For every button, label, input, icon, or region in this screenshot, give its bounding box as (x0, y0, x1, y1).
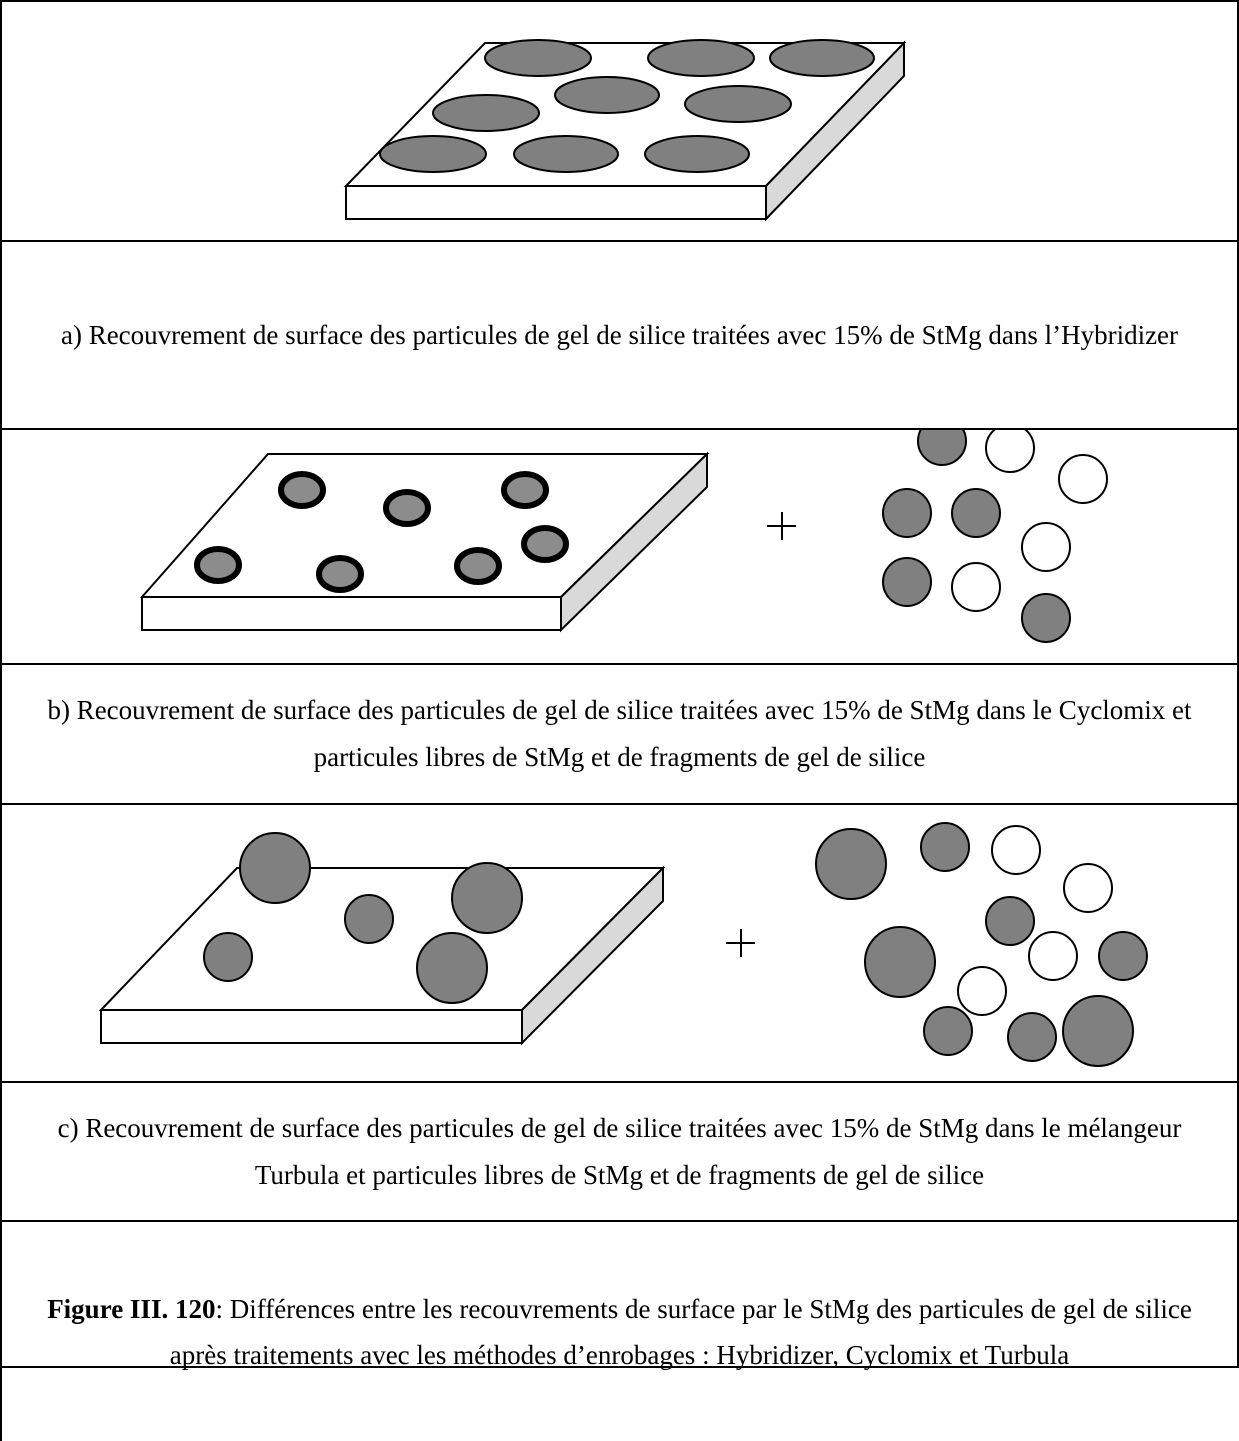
free-stmg-particle (1007, 1012, 1057, 1062)
panel-b-caption-text: b) Recouvrement de surface des particule… (47, 695, 1192, 772)
stmg-coating (513, 135, 619, 173)
coated-particles (379, 39, 875, 173)
stmg-ring-particle (454, 547, 502, 585)
stmg-particle (451, 862, 523, 934)
free-stmg-particle (951, 488, 1001, 538)
figure-caption: Figure III. 120: Différences entre les r… (2, 1222, 1237, 1441)
stmg-coating (484, 39, 592, 77)
panel-a-caption: a) Recouvrement de surface des particule… (2, 242, 1237, 428)
panel-a-illustration (343, 39, 907, 222)
panel-a-caption-text: a) Recouvrement de surface des particule… (60, 319, 1179, 350)
row-divider (0, 240, 1239, 242)
stmg-coating (432, 94, 540, 132)
free-particles (815, 822, 1148, 1067)
coated-particles (194, 471, 569, 593)
row-divider (0, 1081, 1239, 1083)
table-right-border (1237, 0, 1239, 1366)
free-silica-fragment (1028, 931, 1078, 981)
panel-c-illustration (98, 822, 1148, 1067)
table-top-border (0, 0, 1239, 2)
stmg-ring-particle (278, 471, 326, 509)
free-stmg-particle (882, 557, 932, 607)
row-divider (0, 663, 1239, 665)
free-silica-fragment (951, 562, 1001, 612)
coated-particles (203, 832, 523, 1004)
stmg-ring-particle (194, 546, 242, 584)
free-silica-fragment (991, 825, 1041, 875)
panel-c-caption-text: c) Recouvrement de surface des particule… (57, 1112, 1182, 1190)
stmg-particle (416, 932, 488, 1004)
plus-sign (726, 929, 755, 957)
panel-b-caption: b) Recouvrement de surface des particule… (2, 665, 1237, 803)
panel-c-caption: c) Recouvrement de surface des particule… (2, 1083, 1237, 1220)
plate-front-face (100, 1009, 523, 1044)
stmg-coating (644, 135, 750, 173)
free-stmg-particle (923, 1006, 973, 1056)
stmg-coating (769, 39, 875, 77)
plate-front-face (141, 596, 562, 631)
free-stmg-particle (917, 430, 967, 466)
stmg-particle (344, 894, 394, 944)
free-particles (882, 430, 1108, 643)
figure-caption-text: : Différences entre les recouvrements de… (169, 1293, 1192, 1370)
stmg-coating (554, 76, 660, 114)
plus-sign (767, 512, 796, 540)
row-divider (0, 1366, 1239, 1368)
table-left-border (0, 0, 2, 1441)
stmg-coating (379, 135, 487, 173)
free-silica-fragment (1021, 522, 1071, 572)
plate-side-face (765, 40, 905, 222)
free-silica-fragment (1058, 454, 1108, 504)
free-stmg-particle (882, 488, 932, 538)
stmg-coating (647, 39, 755, 77)
free-silica-fragment (1063, 863, 1113, 913)
stmg-ring-particle (521, 525, 569, 563)
free-stmg-particle (1021, 593, 1071, 643)
stmg-coating (684, 85, 792, 123)
row-divider (0, 803, 1239, 805)
plate-side-face (560, 451, 708, 633)
free-stmg-particle (815, 828, 887, 900)
free-stmg-particle (864, 926, 936, 998)
row-divider (0, 428, 1239, 430)
stmg-ring-particle (383, 489, 431, 527)
figure-caption-label: Figure III. 120 (47, 1293, 216, 1324)
panel-b-illustration (139, 430, 1108, 643)
free-stmg-particle (920, 822, 970, 872)
free-silica-fragment (985, 430, 1035, 473)
stmg-particle (239, 832, 311, 904)
stmg-ring-particle (501, 471, 549, 509)
free-stmg-particle (985, 896, 1035, 946)
plate-front-face (345, 185, 767, 220)
row-divider (0, 1220, 1239, 1222)
free-stmg-particle (1098, 931, 1148, 981)
stmg-ring-particle (316, 555, 364, 593)
stmg-particle (203, 932, 253, 982)
figure-caption-paragraph: Figure III. 120: Différences entre les r… (2, 1286, 1237, 1378)
free-stmg-particle (1062, 995, 1134, 1067)
plate-side-face (521, 865, 664, 1046)
free-silica-fragment (957, 966, 1007, 1016)
